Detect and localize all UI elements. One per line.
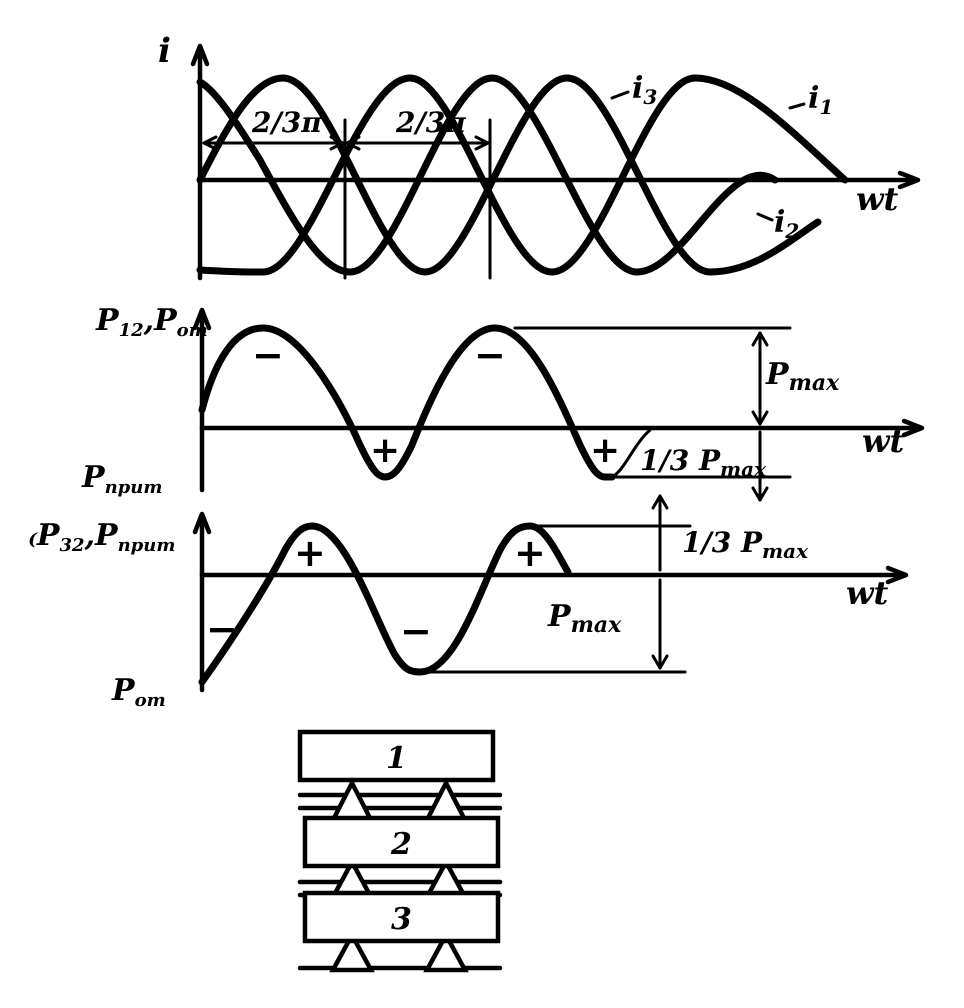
support-triangle-3b: [423, 930, 469, 973]
middle-y-bottom-label: Pприт: [81, 460, 162, 498]
middle-third-pmax-label: 1/3 Pmax: [640, 444, 767, 481]
stack-block-3-label: 3: [391, 902, 412, 937]
curve-i1: [196, 74, 849, 276]
bottom-pmax-arrow-head: [651, 654, 669, 670]
middle-y-axis-arrow: [192, 307, 212, 331]
curve-i2: [196, 74, 779, 276]
stack-block-1: [297, 729, 496, 783]
middle-sign-1: −: [252, 333, 284, 377]
middle-y-label: P12,Pот: [95, 303, 208, 341]
bottom-third-pmax-label: 1/3 Pmax: [682, 526, 809, 563]
middle-x-axis-arrow: [901, 418, 925, 438]
phase-shift-arrow-1-head-left: [202, 135, 218, 151]
middle-third-bracket: [610, 428, 652, 479]
curve-i3: [196, 74, 822, 276]
middle-pmax-arrow-head-top: [751, 331, 769, 347]
curve-label-i2: i2: [774, 205, 799, 243]
middle-plot: P12,Pот Pприт wt − − + + Pmax 1/3 Pmax: [81, 303, 925, 502]
stack-block-1-label: 1: [386, 741, 407, 776]
stack-block-2-label: 2: [390, 827, 412, 862]
bottom-y-bottom-label: Pот: [111, 673, 166, 711]
middle-sign-3: +: [370, 430, 400, 471]
curve-label-i3-leader: [610, 90, 630, 100]
middle-curve: [198, 324, 616, 481]
support-triangle-1a: [329, 778, 375, 823]
top-y-label: i: [158, 31, 171, 71]
phase-shift-label-1: 2/3π: [251, 106, 322, 139]
bottom-third-arrow-head: [651, 494, 669, 510]
stack-block-3: [302, 890, 501, 944]
bottom-x-label: wt: [846, 574, 889, 612]
middle-sign-2: −: [474, 333, 506, 377]
curve-label-i1: i1: [808, 81, 833, 119]
curve-label-i1-leader: [788, 102, 806, 110]
bottom-y-label: ₍P32,Pприт: [28, 518, 175, 556]
phase-shift-arrow-2-head-right: [474, 135, 490, 151]
bottom-sign-4: −: [206, 607, 238, 651]
middle-pmax-arrow-head-bottom: [751, 410, 769, 426]
bottom-y-axis-arrow: [192, 511, 212, 535]
bottom-sign-2: +: [514, 531, 546, 575]
support-triangle-1b: [423, 778, 469, 823]
support-triangle-3a: [329, 930, 375, 973]
bottom-plot: ₍P32,Pприт Pот wt + + − − Pmax 1/3 Pmax: [28, 494, 909, 711]
curve-label-i3: i3: [632, 71, 657, 109]
bottom-curve: [198, 522, 572, 686]
bottom-sign-3: −: [400, 609, 432, 653]
top-y-axis-arrow: [190, 43, 210, 67]
top-plot: i wt 2/3π 2/3π i3 i1 i2: [158, 31, 921, 281]
middle-sign-4: +: [590, 430, 620, 471]
middle-third-arrow-head: [751, 486, 769, 502]
bottom-sign-1: +: [294, 531, 326, 575]
middle-x-label: wt: [862, 422, 905, 460]
middle-pmax-label: Pmax: [765, 357, 840, 396]
top-x-axis-arrow: [897, 170, 921, 190]
bottom-x-axis-arrow: [885, 565, 909, 585]
curve-label-i2-leader: [756, 212, 774, 222]
stack-diagram: 1 2 3: [297, 729, 503, 973]
stack-block-2: [302, 815, 501, 869]
bottom-pmax-label: Pmax: [547, 599, 622, 638]
top-x-label: wt: [856, 180, 899, 218]
